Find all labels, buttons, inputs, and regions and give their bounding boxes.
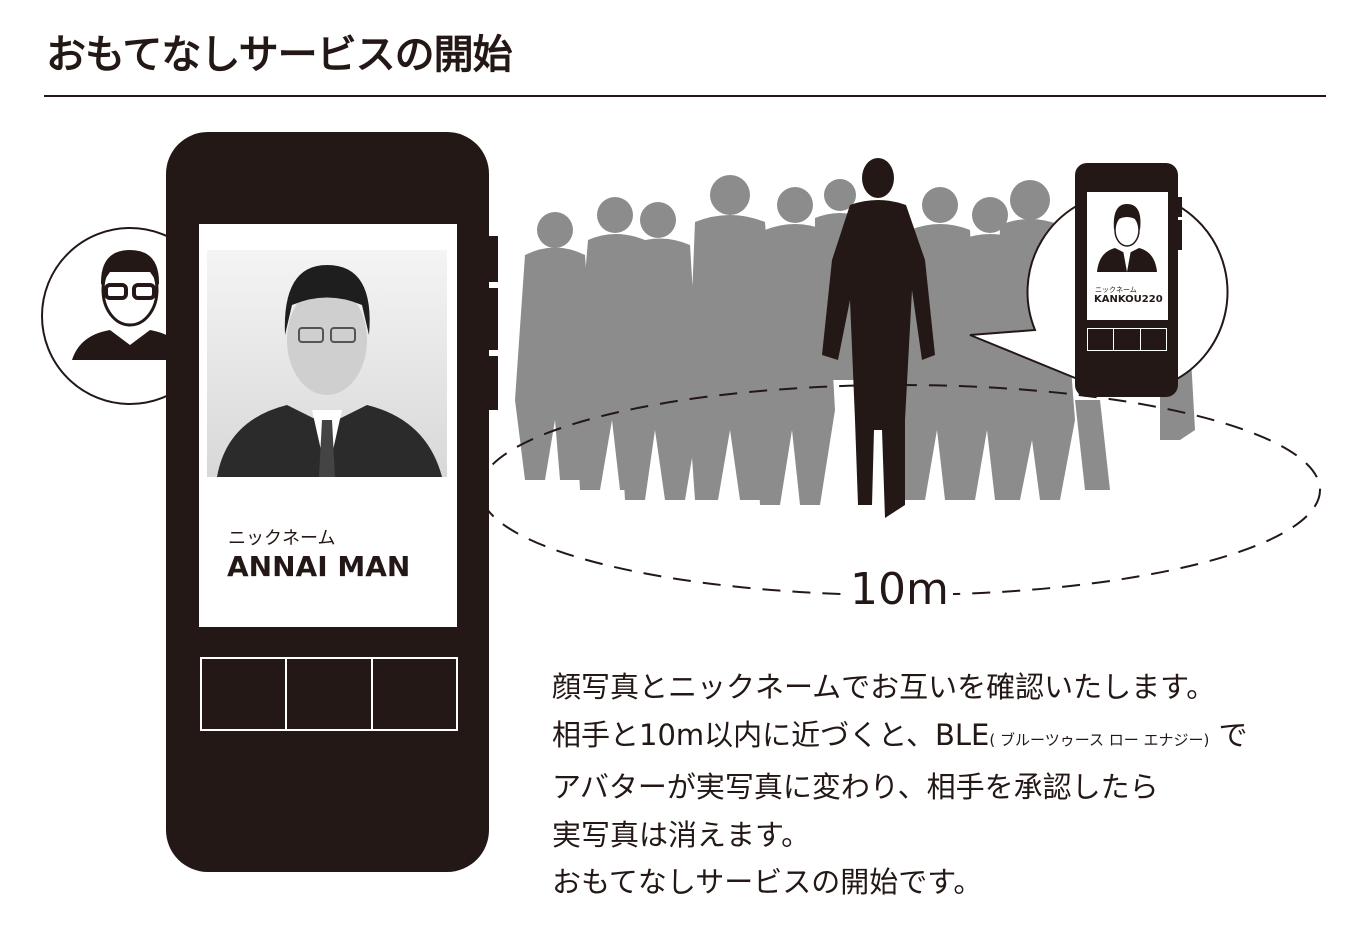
description-segment: で — [1209, 717, 1248, 752]
person-photo-icon — [217, 265, 442, 477]
ble-expansion: ( ブルーツゥース ロー エナジー) — [989, 730, 1210, 749]
business-avatar-icon — [1097, 204, 1157, 272]
nickname-label: ニックネーム — [228, 528, 336, 549]
side-button — [1178, 220, 1182, 250]
description-line: 実写真は消えます。 — [552, 817, 811, 852]
phone-button[interactable] — [202, 659, 288, 729]
description-text: 顔写真とニックネームでお互いを確認いたします。 相手と10m以内に近づくと、BL… — [552, 664, 1248, 907]
walking-person-silhouette — [822, 158, 935, 518]
small-phone-screen — [1087, 192, 1168, 320]
phone-button-row — [200, 657, 458, 731]
page-title: おもてなしサービスの開始 — [46, 32, 513, 78]
description-segment: 相手と10m以内に近づくと、BLE — [552, 717, 990, 752]
phone-button[interactable] — [287, 659, 373, 729]
phone-button — [1114, 329, 1141, 350]
phone-button — [1141, 329, 1166, 350]
description-line: おもてなしサービスの開始です。 — [552, 865, 983, 899]
small-phone-button-row — [1087, 328, 1167, 351]
side-button — [489, 236, 498, 282]
small-nickname-label: ニックネーム — [1095, 286, 1137, 294]
title-divider — [44, 95, 1326, 97]
nickname-value: ANNAI MAN — [227, 550, 411, 583]
small-nickname-value: KANKOU220 — [1094, 294, 1163, 305]
side-button — [489, 288, 498, 350]
phone-button[interactable] — [373, 659, 456, 729]
profile-photo — [207, 250, 447, 477]
description-line: 相手と10m以内に近づくと、BLE( ブルーツゥース ロー エナジー) で — [552, 712, 1248, 765]
side-button — [1178, 197, 1182, 217]
side-button — [489, 356, 498, 410]
description-line: 顔写真とニックネームでお互いを確認いたします。 — [552, 670, 1216, 704]
phone-button — [1088, 329, 1115, 350]
distance-label: 10m — [846, 564, 953, 615]
description-line: アバターが実写真に変わり、相手を承認したら — [552, 770, 1159, 804]
